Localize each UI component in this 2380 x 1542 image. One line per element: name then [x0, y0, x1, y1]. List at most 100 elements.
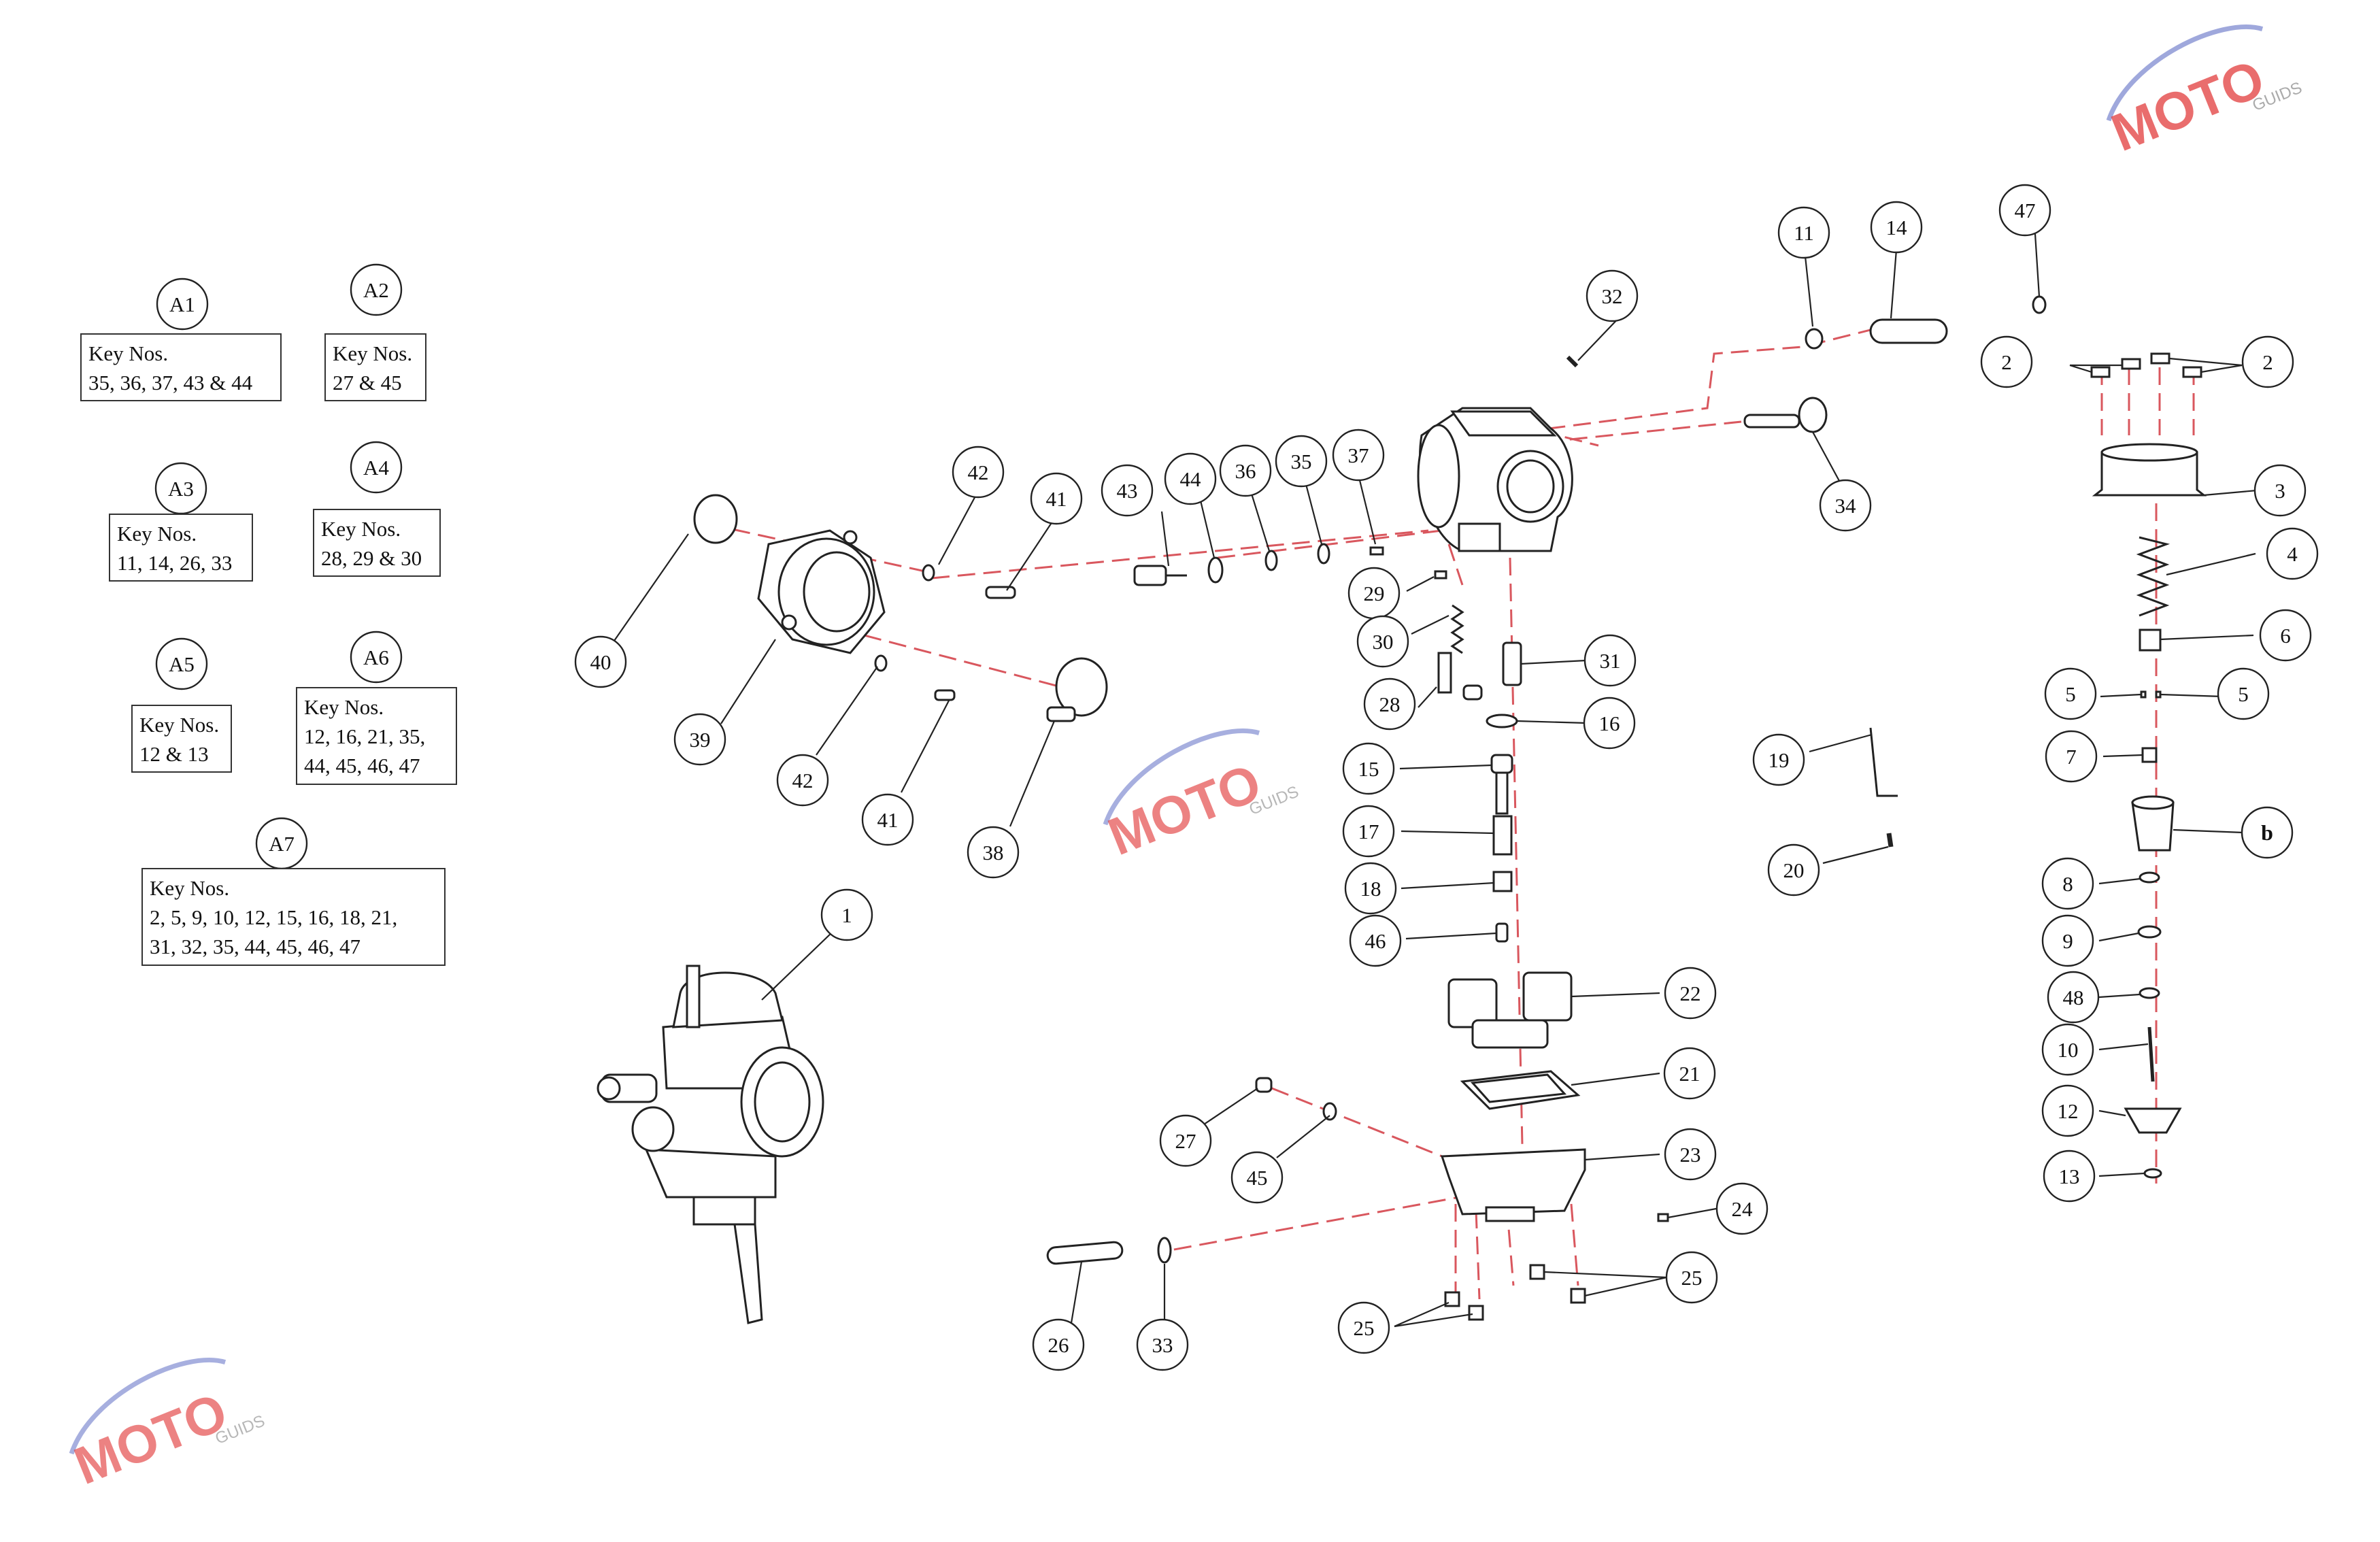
- bracket-19: [1869, 727, 1898, 797]
- callout-number: 13: [2059, 1164, 2080, 1188]
- kit-items: 11, 14, 26, 33: [117, 551, 233, 575]
- callout-number: 44: [1180, 467, 1202, 491]
- watermark-brand: MOTO: [1100, 752, 1269, 867]
- callout-number: 32: [1602, 284, 1623, 308]
- callout-47: 47: [1998, 184, 2051, 237]
- callout-number: 14: [1886, 216, 1908, 239]
- callout-number: b: [2261, 820, 2273, 845]
- callout-45: 45: [1230, 1151, 1284, 1204]
- callout-7: 7: [2045, 730, 2098, 783]
- callout-30: 30: [1356, 615, 1409, 668]
- screw-43: [1133, 565, 1167, 586]
- callout-number: 25: [1354, 1316, 1375, 1340]
- screw-28: [1437, 652, 1452, 694]
- callout-15: 15: [1342, 742, 1395, 795]
- callout-21: 21: [1663, 1047, 1716, 1100]
- kit-id-a5: A5: [155, 637, 208, 690]
- clamp-38: [1055, 657, 1108, 717]
- callout-44: 44: [1164, 452, 1217, 505]
- callout-number: 25: [1681, 1266, 1703, 1290]
- kit-items: 12 & 13: [139, 742, 209, 766]
- kit-items-cont: 31, 32, 35, 44, 45, 46, 47: [150, 935, 361, 958]
- kit-items: 2, 5, 9, 10, 12, 15, 16, 18, 21,: [150, 905, 398, 929]
- callout-number: 26: [1048, 1333, 1069, 1357]
- kit-heading: Key Nos.: [304, 695, 384, 719]
- part-15: [1490, 754, 1513, 774]
- callout-34: 34: [1819, 479, 1872, 532]
- callout-number: 12: [2058, 1099, 2079, 1123]
- callout-17: 17: [1342, 805, 1395, 858]
- callout-20: 20: [1767, 843, 1820, 896]
- kit-box-a5: Key Nos. 12 & 13: [131, 705, 232, 773]
- kit-box-a1: Key Nos. 35, 36, 37, 43 & 44: [80, 333, 282, 401]
- callout-14: 14: [1870, 201, 1923, 254]
- callout-number: 15: [1358, 757, 1379, 781]
- callout-19: 19: [1752, 733, 1805, 786]
- callout-number: 36: [1235, 459, 1256, 483]
- callout-31: 31: [1583, 634, 1637, 687]
- callout-37: 37: [1332, 429, 1385, 482]
- callout-number: 41: [877, 808, 899, 832]
- callout-number: 22: [1680, 982, 1701, 1005]
- callout-46: 46: [1349, 914, 1402, 967]
- kit-heading: Key Nos.: [139, 713, 220, 737]
- callout-48: 48: [2047, 971, 2100, 1024]
- callout-number: 27: [1175, 1129, 1196, 1153]
- kit-items: 28, 29 & 30: [321, 546, 422, 570]
- kit-box-a7: Key Nos. 2, 5, 9, 10, 12, 15, 16, 18, 21…: [141, 868, 446, 966]
- callout-number: 35: [1291, 450, 1312, 473]
- callout-27: 27: [1159, 1114, 1212, 1167]
- callout-5-2: 5: [2217, 667, 2270, 720]
- watermark-brand: MOTO: [66, 1381, 235, 1496]
- kit-heading: Key Nos.: [117, 522, 197, 546]
- callout-number: 6: [2280, 624, 2291, 648]
- callout-42-2: 42: [776, 754, 829, 807]
- watermark-logo-center: MOTO GUIDS: [1100, 728, 1301, 867]
- callout-number: 17: [1358, 820, 1379, 843]
- callout-26: 26: [1032, 1318, 1085, 1371]
- callout-24: 24: [1715, 1182, 1769, 1235]
- callout-5-1: 5: [2044, 667, 2097, 720]
- callout-number: 48: [2063, 986, 2084, 1009]
- callout-number: A1: [169, 292, 195, 316]
- callout-number: 5: [2065, 682, 2076, 706]
- callout-2-2: 2: [2241, 335, 2294, 388]
- callout-18: 18: [1344, 862, 1397, 915]
- callout-number: 21: [1679, 1062, 1700, 1086]
- callout-1: 1: [820, 888, 873, 941]
- kit-items-cont: 44, 45, 46, 47: [304, 754, 420, 777]
- callout-number: 4: [2287, 542, 2298, 566]
- callout-38: 38: [967, 826, 1020, 879]
- callout-43: 43: [1101, 464, 1154, 517]
- float-bowl-23: [1440, 1148, 1586, 1216]
- callout-number: 42: [968, 460, 989, 484]
- kit-box-a2: Key Nos. 27 & 45: [324, 333, 426, 401]
- callout-3: 3: [2253, 464, 2307, 517]
- kit-id-a7: A7: [255, 817, 308, 870]
- watermark-logo-top-right: MOTO GUIDS: [2103, 24, 2304, 163]
- callout-number: 37: [1348, 443, 1369, 467]
- kit-id-a4: A4: [350, 441, 403, 494]
- leader-lines: [614, 233, 2258, 1328]
- part-31: [1502, 641, 1522, 686]
- kit-box-a4: Key Nos. 28, 29 & 30: [313, 509, 441, 577]
- callout-number: 8: [2062, 872, 2073, 896]
- watermark-brand: MOTO: [2103, 48, 2273, 163]
- assembled-carburetor-1: [597, 965, 824, 1324]
- callout-number: 20: [1783, 858, 1805, 882]
- kit-items: 12, 16, 21, 35,: [304, 724, 426, 748]
- callout-41-2: 41: [861, 793, 914, 846]
- callout-number: A5: [169, 652, 195, 676]
- callout-number: A6: [363, 646, 389, 669]
- kit-id-a6: A6: [350, 631, 403, 684]
- callout-number: 31: [1600, 649, 1621, 673]
- callout-6: 6: [2259, 609, 2312, 662]
- callout-16: 16: [1583, 697, 1636, 750]
- callout-4: 4: [2266, 527, 2319, 580]
- callout-number: A4: [363, 456, 389, 480]
- callout-9: 9: [2041, 914, 2094, 967]
- kit-id-a2: A2: [350, 263, 403, 316]
- callout-number: 29: [1364, 582, 1385, 605]
- callout-number: 34: [1835, 494, 1857, 518]
- callout-33: 33: [1136, 1318, 1189, 1371]
